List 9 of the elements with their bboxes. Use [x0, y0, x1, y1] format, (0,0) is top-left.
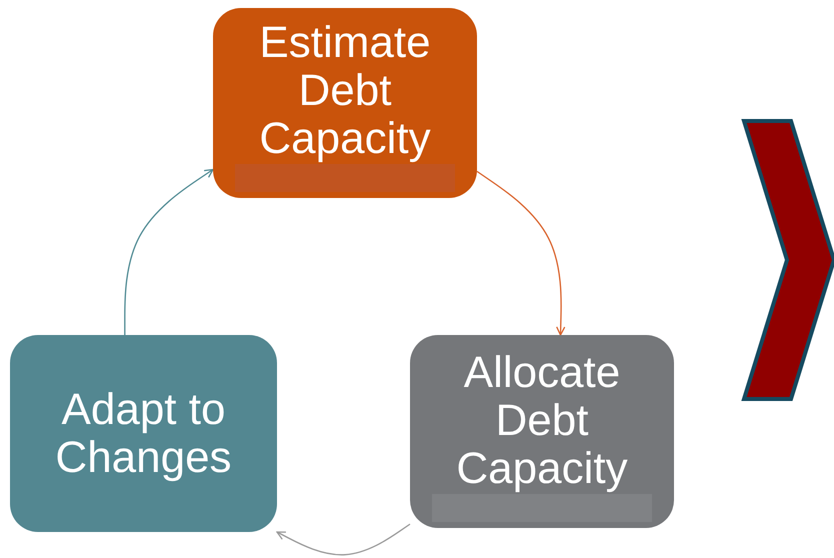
arrow [124, 168, 214, 335]
arrow [476, 170, 566, 336]
box-label: Allocate Debt Capacity [455, 348, 629, 492]
process-box [410, 335, 674, 528]
arrow [276, 524, 410, 556]
box-label: Estimate Debt Capacity [258, 19, 432, 163]
box-label: Adapt to Changes [54, 386, 233, 482]
process-box [213, 8, 477, 198]
process-box [10, 335, 277, 532]
